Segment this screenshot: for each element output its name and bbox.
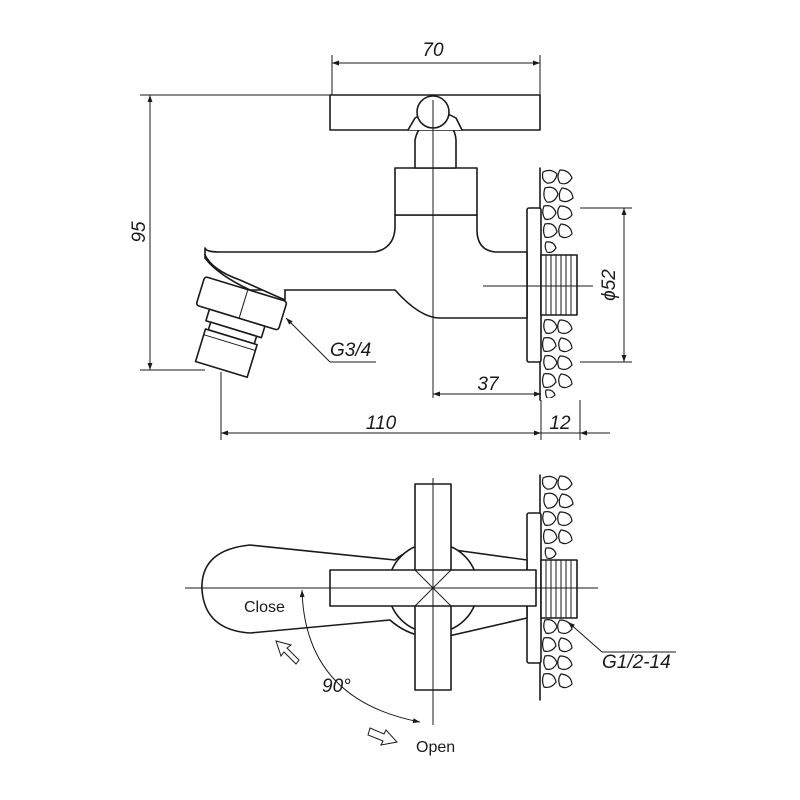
inlet-thread-leader xyxy=(567,621,676,653)
wall-section-bottom xyxy=(541,475,574,689)
rotation-arc xyxy=(299,589,421,724)
plan-view: G1/2-14 90° Close Open xyxy=(185,474,676,756)
outlet-thread-leader xyxy=(285,317,376,363)
outlet-thread-label: G3/4 xyxy=(330,340,371,361)
side-view: 70 95 ϕ52 37 110 xyxy=(129,40,632,440)
inlet-thread-label: G1/2-14 xyxy=(602,652,671,673)
close-arrow-icon xyxy=(275,640,300,665)
dimension-phi52-label: ϕ52 xyxy=(599,269,620,301)
spout-outlet xyxy=(194,254,288,379)
open-arrow-icon xyxy=(367,727,398,746)
wall-section-top xyxy=(541,169,574,398)
threaded-inlet-bottom xyxy=(540,559,578,619)
dimension-37-label: 37 xyxy=(477,374,500,395)
dimension-12 xyxy=(541,400,610,440)
dimension-95 xyxy=(140,94,332,371)
faucet-body xyxy=(204,214,528,319)
dimension-12-label: 12 xyxy=(549,413,571,434)
open-label: Open xyxy=(416,739,455,756)
dimension-110-label: 110 xyxy=(366,413,397,434)
rotation-angle-label: 90° xyxy=(322,676,351,697)
dimension-70-label: 70 xyxy=(422,40,444,61)
valve-bonnet xyxy=(394,167,478,216)
threaded-inlet-top xyxy=(540,254,578,316)
dimension-95-label: 95 xyxy=(129,221,150,243)
dimension-phi52 xyxy=(580,207,632,363)
close-label: Close xyxy=(244,599,285,616)
wall-flange xyxy=(526,207,542,363)
dimension-70 xyxy=(331,55,541,95)
